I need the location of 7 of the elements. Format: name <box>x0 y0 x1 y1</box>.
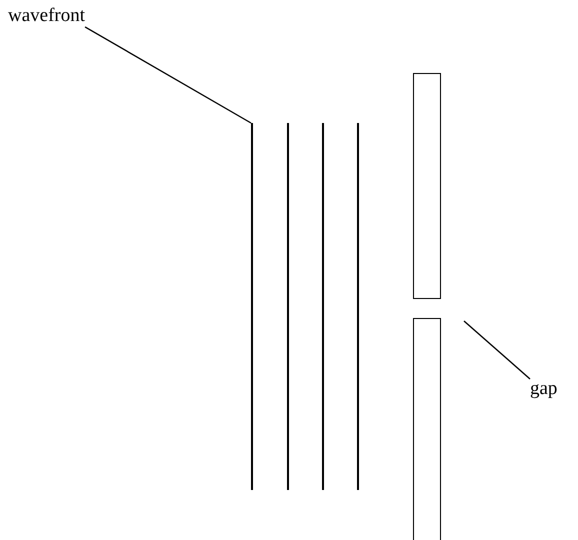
gap-label: gap <box>530 379 558 400</box>
wavefront-label: wavefront <box>8 6 86 27</box>
wavefront-line <box>251 123 253 490</box>
barrier-wall <box>413 73 441 299</box>
leader-line <box>84 26 252 124</box>
barrier-wall <box>413 318 441 540</box>
leader-line <box>464 320 530 380</box>
